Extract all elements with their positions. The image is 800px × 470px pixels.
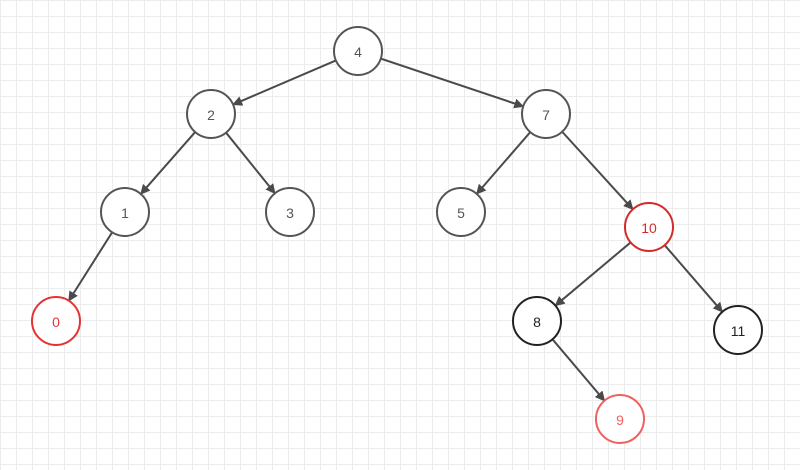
tree-node-1: 1 <box>100 187 150 237</box>
edges-layer <box>68 57 723 402</box>
tree-node-2: 2 <box>186 89 236 139</box>
edge-10-to-11 <box>663 244 723 313</box>
tree-node-10: 10 <box>624 202 674 252</box>
node-label: 4 <box>354 44 362 60</box>
node-circle <box>31 296 81 346</box>
tree-node-8: 8 <box>512 296 562 346</box>
node-circle <box>333 26 383 76</box>
edge-4-to-2 <box>232 59 337 106</box>
edge-10-to-8 <box>554 241 632 307</box>
node-label: 0 <box>52 314 60 330</box>
node-circle <box>512 296 562 346</box>
edge-8-to-9 <box>551 338 606 402</box>
node-label: 9 <box>616 412 624 428</box>
edge-2-to-1 <box>140 131 196 195</box>
tree-node-11: 11 <box>713 305 763 355</box>
node-circle <box>436 187 486 237</box>
edge-2-to-3 <box>225 132 276 195</box>
tree-node-0: 0 <box>31 296 81 346</box>
node-circle <box>521 89 571 139</box>
node-label: 5 <box>457 205 465 221</box>
node-label: 2 <box>207 107 215 123</box>
tree-node-3: 3 <box>265 187 315 237</box>
tree-node-4: 4 <box>333 26 383 76</box>
tree-node-7: 7 <box>521 89 571 139</box>
node-circle <box>595 394 645 444</box>
nodes-layer: 4 2 7 1 3 5 10 0 8 11 9 <box>31 26 763 444</box>
node-label: 10 <box>641 220 657 236</box>
edge-7-to-10 <box>561 131 634 211</box>
node-circle <box>100 187 150 237</box>
edge-4-to-7 <box>380 57 525 109</box>
edge-7-to-5 <box>476 131 532 195</box>
node-label: 3 <box>286 205 294 221</box>
tree-node-5: 5 <box>436 187 486 237</box>
node-circle <box>186 89 236 139</box>
node-circle <box>265 187 315 237</box>
node-label: 8 <box>533 314 541 330</box>
node-circle <box>624 202 674 252</box>
node-label: 11 <box>731 323 746 339</box>
node-label: 7 <box>542 107 550 123</box>
node-label: 1 <box>121 205 129 221</box>
edge-1-to-0 <box>68 231 114 302</box>
tree-node-9: 9 <box>595 394 645 444</box>
node-circle <box>713 305 763 355</box>
